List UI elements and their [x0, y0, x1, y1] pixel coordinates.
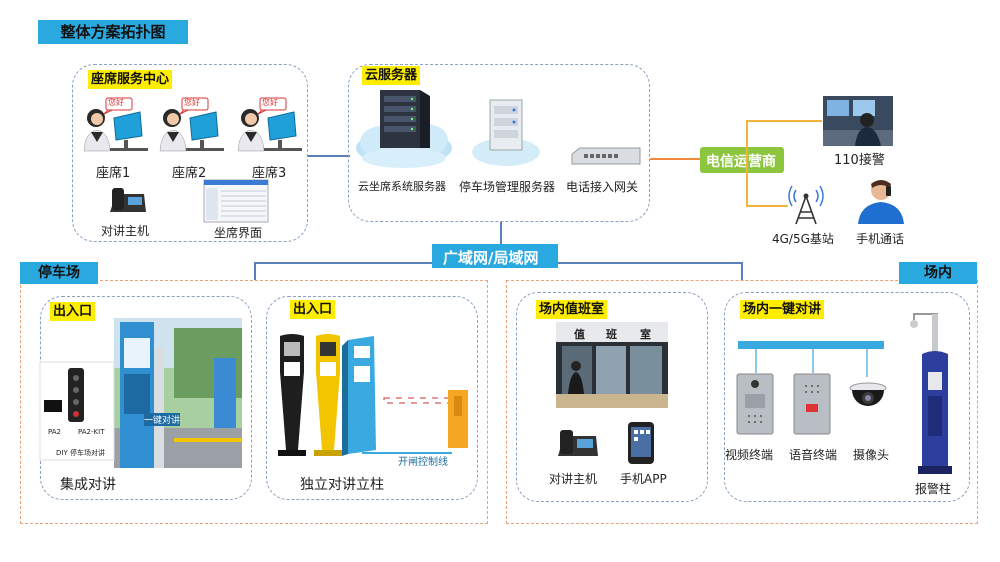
alarm-pillar-icon [910, 313, 952, 474]
connector-line [741, 262, 743, 280]
entrance-2-heading: 出入口 [290, 300, 336, 319]
video-terminal-label: 视频终端 [725, 448, 774, 462]
voice-terminal-icon [793, 373, 831, 435]
diy-label: DIY 停车场对讲 [56, 449, 105, 457]
wan-lan-badge [432, 244, 558, 268]
entrance-1-heading: 出入口 [50, 302, 96, 321]
mobile-call-photo [858, 180, 904, 224]
mobile-app-label: 手机APP [620, 472, 667, 486]
agent-icon [237, 97, 302, 152]
seat-center-heading: 座席服务中心 [88, 70, 173, 89]
pa2-kit-label: PA2-KIT [78, 428, 105, 436]
window-char-3: 室 [640, 328, 651, 341]
bus-line [738, 341, 884, 349]
kiosk-sticker: 一键对讲 [144, 413, 181, 426]
agent-icon [159, 97, 224, 152]
parking-server-label: 停车场管理服务器 [459, 180, 556, 194]
connector-line [746, 205, 788, 207]
cloud-server-icon [356, 90, 452, 168]
seat-label: 座席2 [172, 166, 207, 181]
connector-line [254, 262, 432, 264]
connector-line [746, 120, 748, 206]
connector-line [746, 120, 822, 122]
entrance-1-caption: 集成对讲 [60, 477, 116, 493]
gate-control-line [362, 452, 452, 454]
agent-icon [83, 97, 148, 152]
telecom-operator-badge [700, 147, 784, 173]
telecom-label: 电信运营商 [706, 154, 776, 170]
connector-line [558, 262, 742, 264]
parking-tag: 停车场 [20, 262, 98, 284]
parking-lot-region [20, 280, 488, 524]
one-key-panel [724, 292, 970, 502]
duty-intercom-label: 对讲主机 [549, 472, 598, 486]
desk-phone-icon [558, 430, 598, 456]
venue-tag: 场内 [899, 262, 977, 284]
seat-ui-label: 坐席界面 [214, 226, 263, 240]
duty-room-panel [516, 292, 708, 502]
bubble-text: 您好 [184, 98, 200, 107]
connector-line [755, 349, 757, 373]
entrance-2-caption: 独立对讲立柱 [300, 477, 384, 493]
connector-line [254, 262, 256, 280]
phone-gateway-label: 电话接入网关 [566, 180, 639, 194]
window-char-1: 值 [574, 328, 585, 341]
connector-line [308, 155, 350, 157]
camera-label: 摄像头 [853, 448, 890, 462]
cloud-server-panel [348, 64, 650, 222]
barrier-gate-icon [383, 390, 468, 448]
connector-line [500, 222, 502, 244]
cloud-seat-server-label: 云坐席系统服务器 [358, 180, 446, 193]
seat-center-panel [72, 64, 308, 242]
base-station-label: 4G/5G基站 [772, 232, 834, 246]
seat-label: 座席3 [252, 166, 287, 181]
window-char-2: 班 [606, 328, 617, 341]
seat-ui-screenshot [203, 179, 269, 223]
alarm-pillar-label: 报警柱 [915, 482, 952, 496]
police-110-photo [823, 96, 893, 146]
connector-line [650, 158, 700, 160]
venue-region [506, 280, 978, 524]
camera-icon [849, 382, 887, 406]
police-110-label: 110接警 [834, 153, 885, 168]
mobile-app-icon [628, 422, 654, 464]
intercom-host-label: 对讲主机 [101, 224, 150, 238]
page-title: 整体方案拓扑图 [38, 20, 188, 44]
phone-gateway-icon [571, 147, 641, 165]
pa2-label: PA2 [48, 428, 62, 436]
entrance-2-panel [266, 296, 478, 500]
wan-lan-label: 广域网/局域网 [443, 249, 539, 267]
duty-room-photo [556, 322, 668, 408]
cloud-heading: 云服务器 [362, 66, 421, 85]
desk-phone-icon [110, 188, 146, 212]
duty-room-heading: 场内值班室 [536, 300, 608, 319]
integrated-intercom-photo [114, 318, 242, 468]
connector-line [812, 349, 814, 373]
voice-terminal-label: 语音终端 [789, 448, 838, 462]
connector-line [866, 349, 868, 377]
bubble-text: 您好 [262, 98, 278, 107]
parking-server-icon [472, 99, 540, 166]
video-terminal-icon [736, 373, 774, 435]
one-key-heading: 场内一键对讲 [740, 300, 825, 319]
seat-label: 座席1 [96, 166, 131, 181]
pa2-kit-panel [39, 361, 115, 461]
gate-control-label: 开闸控制线 [398, 457, 448, 468]
mobile-call-label: 手机通话 [856, 232, 905, 246]
base-station-icon [788, 185, 824, 225]
intercom-column-icon [278, 334, 376, 456]
bubble-text: 您好 [108, 98, 124, 107]
